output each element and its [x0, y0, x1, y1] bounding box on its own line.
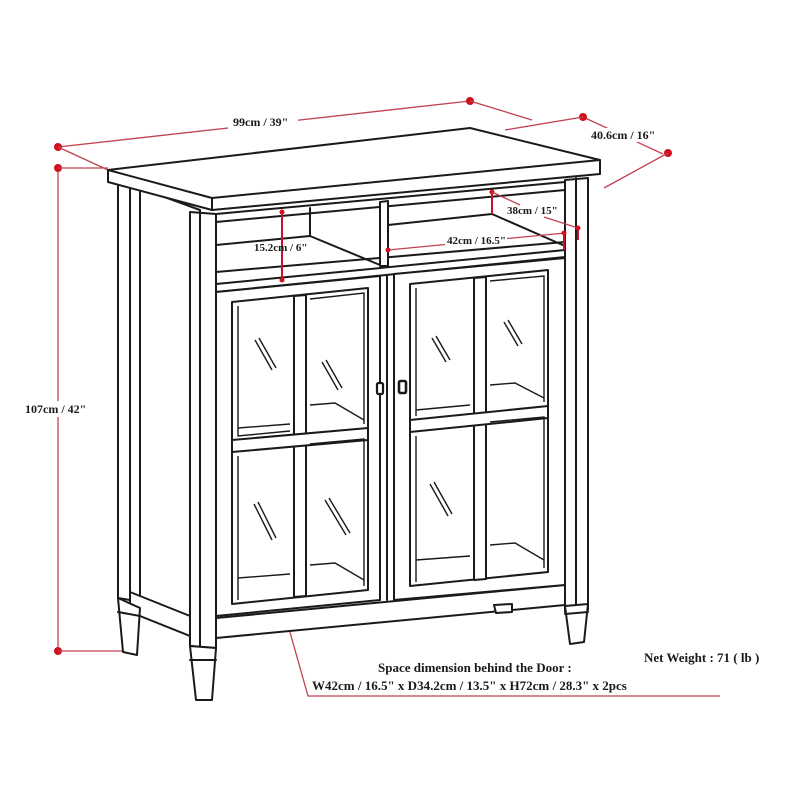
- cabinet: [107, 127, 601, 701]
- back-left-leg: [117, 597, 141, 656]
- right-glass-door[interactable]: [393, 257, 566, 601]
- cubby-divider: [379, 200, 389, 267]
- front-left-stile: [189, 211, 217, 649]
- cubby-shelf-front: [215, 249, 566, 293]
- left-door-handle[interactable]: [375, 381, 385, 396]
- height-label: 107cm / 42": [25, 402, 86, 416]
- top-panel: [107, 127, 601, 211]
- net-weight-label: Net Weight : 71 ( lb ): [644, 650, 759, 665]
- left-glass-door[interactable]: [215, 275, 381, 617]
- front-right-leg: [564, 603, 589, 645]
- back-right-leg: [493, 603, 513, 614]
- space-dimension-title: Space dimension behind the Door :: [378, 660, 572, 675]
- space-dimension-value: W42cm / 16.5" x D34.2cm / 13.5" x H72cm …: [312, 678, 627, 693]
- shelf-width-label: 42cm / 16.5": [447, 235, 506, 247]
- labels: 99cm / 39" 40.6cm / 16" 107cm / 42" 15.2…: [22, 115, 759, 693]
- shelf-height-label: 15.2cm / 6": [254, 242, 307, 254]
- shelf-depth-label: 38cm / 15": [507, 205, 558, 217]
- depth-label: 40.6cm / 16": [591, 128, 655, 142]
- width-label: 99cm / 39": [233, 115, 288, 129]
- right-door-handle[interactable]: [397, 379, 408, 395]
- front-left-leg: [189, 645, 217, 701]
